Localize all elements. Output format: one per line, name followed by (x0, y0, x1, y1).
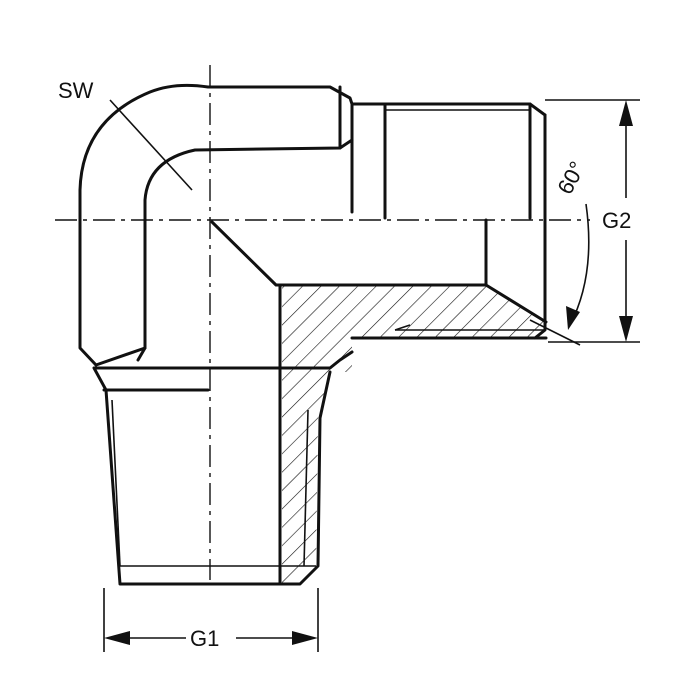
sw-leader-line (109, 99, 193, 191)
right-inner-thread-2 (394, 324, 411, 331)
g1-arrow-right-icon (292, 631, 318, 645)
g2-arrow-down-icon (619, 316, 633, 342)
bottom-thread-root-right (303, 409, 309, 567)
g2-label: G2 (602, 208, 631, 233)
hex-flat-line-2 (94, 346, 147, 367)
bottom-thread-root (111, 399, 121, 567)
elbow-inner-bend (136, 138, 354, 362)
angle-arrow-icon (566, 306, 580, 330)
elbow-outer-contour (78, 83, 547, 367)
g1-arrow-left-icon (104, 631, 130, 645)
bore-corner (210, 220, 488, 287)
sw-label: SW (58, 78, 94, 103)
angle-label: 60° (552, 157, 590, 198)
section-hatch (282, 285, 546, 584)
angle-leader (529, 319, 581, 346)
right-thread-body (350, 102, 547, 340)
angle-arc (569, 203, 590, 326)
g1-label: G1 (190, 626, 219, 651)
g2-arrow-up-icon (619, 100, 633, 126)
